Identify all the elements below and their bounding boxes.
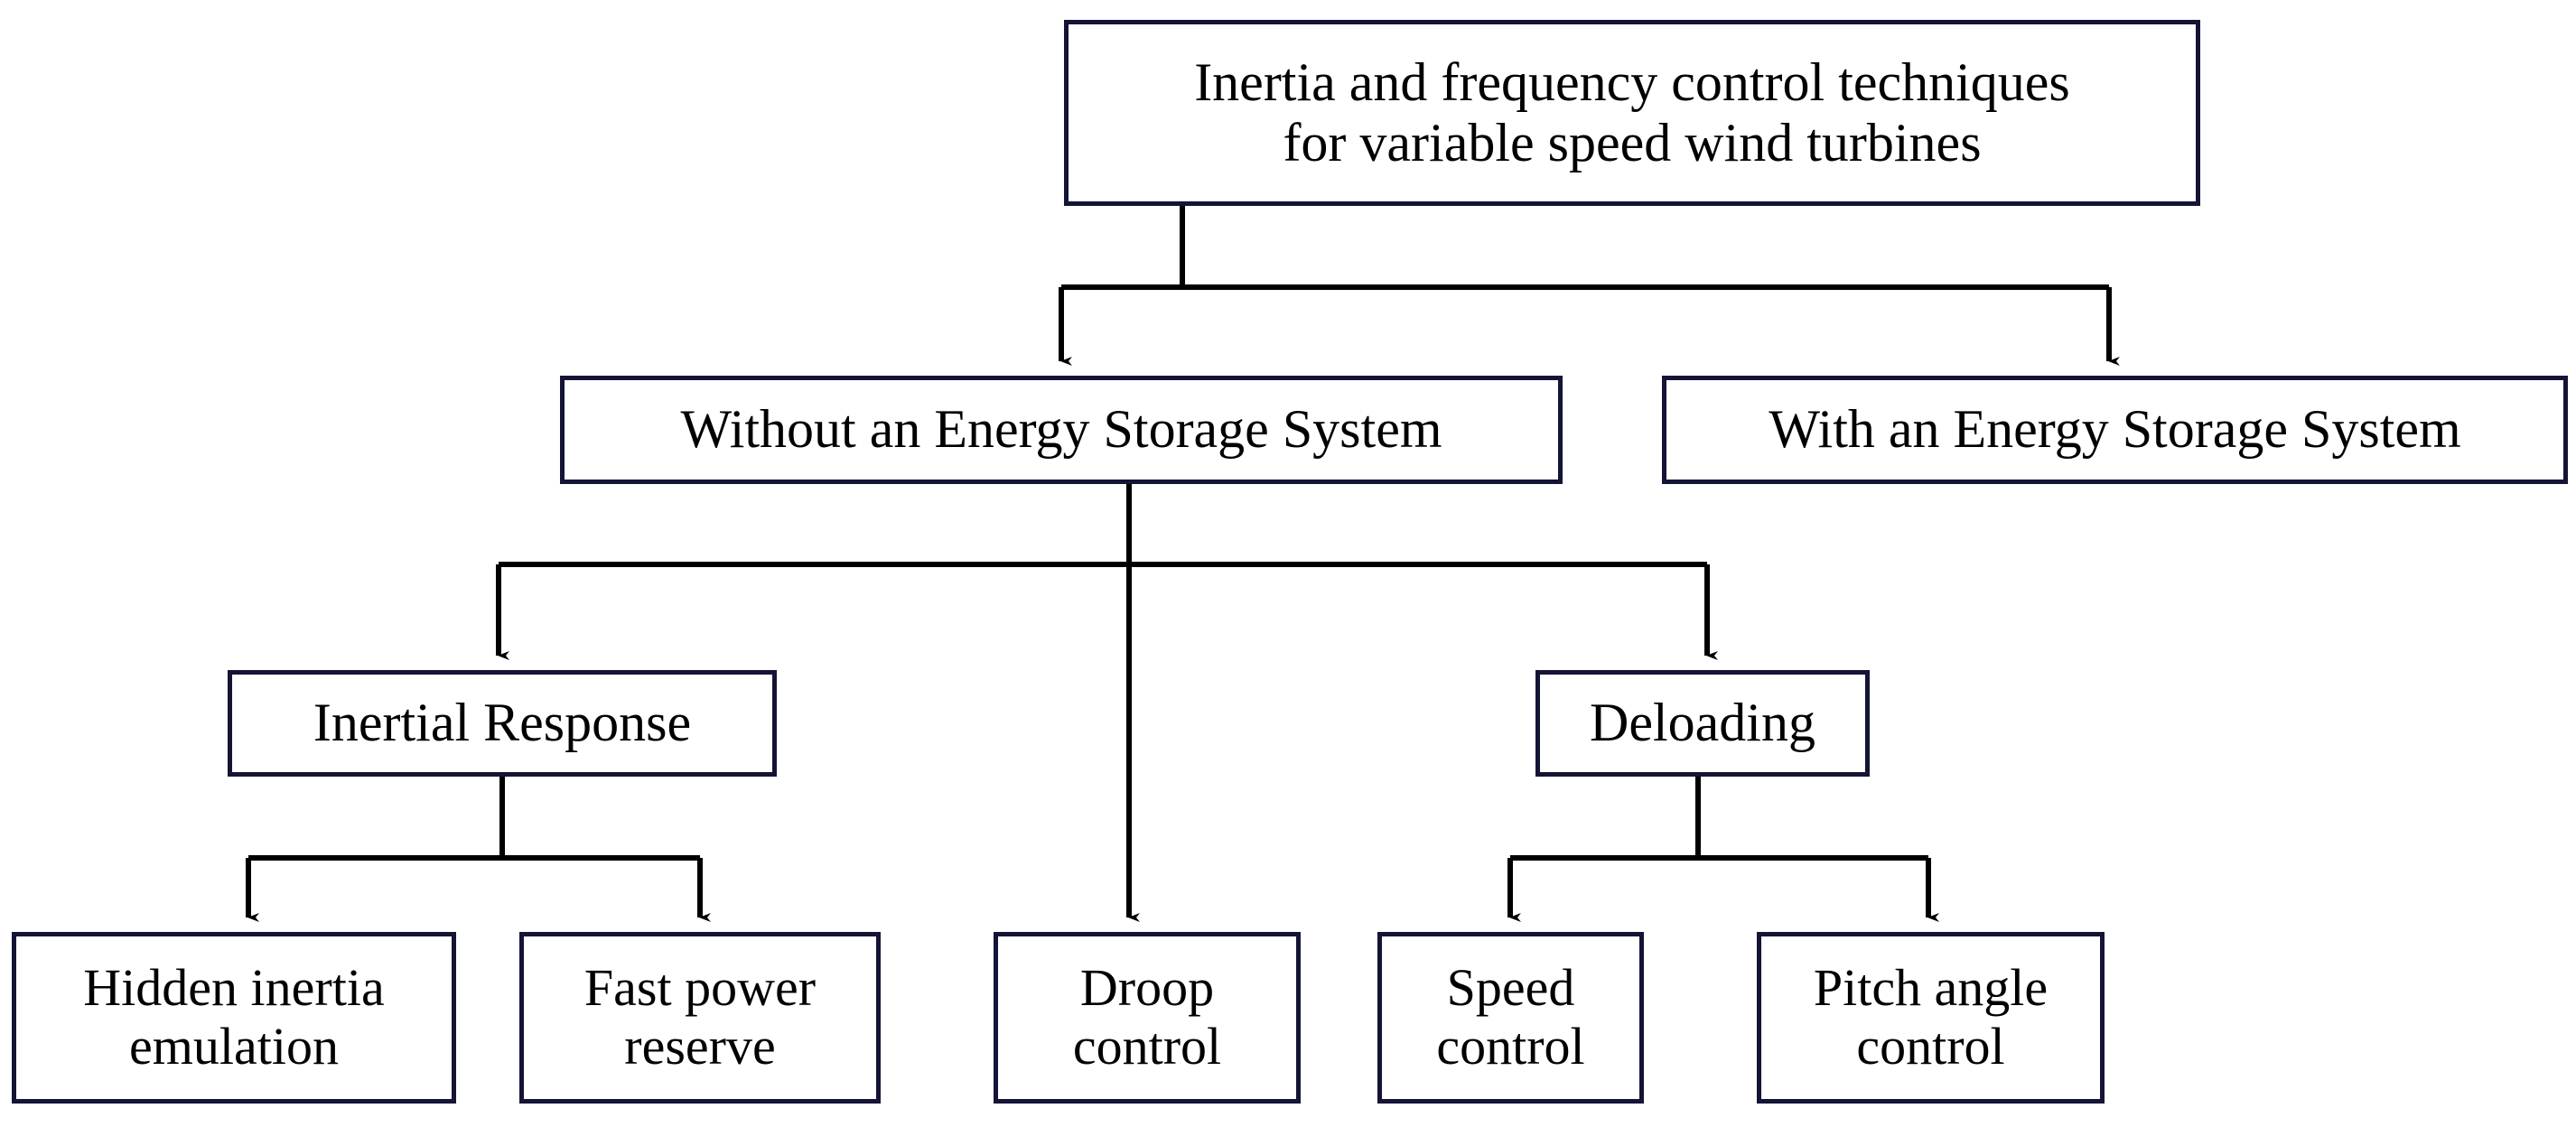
node-deloading[interactable]: Deloading bbox=[1535, 670, 1870, 777]
edge-group bbox=[246, 206, 2120, 922]
node-root[interactable]: Inertia and frequency control techniques… bbox=[1064, 20, 2200, 206]
node-droop-control[interactable]: Droop control bbox=[994, 932, 1301, 1104]
node-pitch-angle-control-label: Pitch angle control bbox=[1813, 958, 2049, 1076]
node-speed-control[interactable]: Speed control bbox=[1377, 932, 1644, 1104]
node-fast-power-reserve[interactable]: Fast power reserve bbox=[519, 932, 881, 1104]
node-root-label: Inertia and frequency control techniques… bbox=[1194, 51, 2070, 172]
node-hidden-inertia-emulation[interactable]: Hidden inertia emulation bbox=[12, 932, 456, 1104]
node-pitch-angle-control[interactable]: Pitch angle control bbox=[1757, 932, 2105, 1104]
node-deloading-label: Deloading bbox=[1590, 693, 1815, 753]
node-inertial-response[interactable]: Inertial Response bbox=[228, 670, 777, 777]
node-with-energy-storage-system-label: With an Energy Storage System bbox=[1769, 399, 2461, 460]
node-hidden-inertia-emulation-label: Hidden inertia emulation bbox=[83, 958, 385, 1076]
node-inertial-response-label: Inertial Response bbox=[313, 693, 692, 753]
node-droop-control-label: Droop control bbox=[1072, 958, 1222, 1076]
node-speed-control-label: Speed control bbox=[1436, 958, 1585, 1076]
node-without-energy-storage-system-label: Without an Energy Storage System bbox=[680, 399, 1442, 460]
node-fast-power-reserve-label: Fast power reserve bbox=[583, 958, 817, 1076]
node-without-energy-storage-system[interactable]: Without an Energy Storage System bbox=[560, 376, 1563, 484]
node-with-energy-storage-system[interactable]: With an Energy Storage System bbox=[1662, 376, 2568, 484]
